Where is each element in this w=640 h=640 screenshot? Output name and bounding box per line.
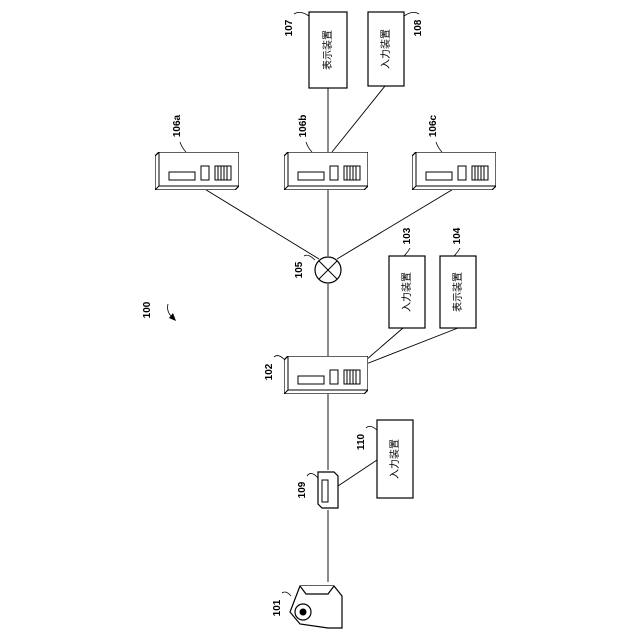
input-device-110-label: 110 (356, 433, 367, 450)
input-device-103: 入力装置 103 (389, 227, 425, 328)
server-102-chassis (284, 356, 368, 394)
server-106a-label: 106a (172, 114, 183, 137)
input-device-103-label: 103 (402, 227, 413, 244)
input-device-103-leader (404, 248, 410, 256)
camera-101: 101 (272, 586, 342, 628)
wire-controller-input110 (338, 460, 377, 486)
server-106c-label: 106c (428, 114, 439, 137)
server-102-label: 102 (264, 363, 275, 380)
server-106b-label: 106b (298, 115, 309, 138)
camera-head (300, 586, 334, 594)
controller-109: 109 (297, 472, 338, 508)
display-device-104-leader (454, 248, 460, 256)
wire-hub-server106c (337, 188, 455, 259)
figure-reference: 100 (142, 301, 176, 321)
server-106a-chassis (155, 152, 239, 190)
network-hub-label: 105 (294, 261, 305, 278)
display-device-104-label: 104 (452, 227, 463, 244)
wire-hub-server106a (203, 188, 319, 259)
server-106c: 106c (412, 114, 496, 190)
camera-label: 101 (272, 599, 283, 616)
display-device-104: 表示装置 104 (440, 227, 476, 328)
display-device-104-text: 表示装置 (451, 272, 464, 312)
server-102: 102 (264, 356, 368, 394)
camera-leader (282, 592, 291, 596)
controller-leader (307, 473, 318, 478)
camera-lens-center (300, 609, 307, 616)
server-106a-leader (180, 142, 186, 152)
server-106c-leader (436, 142, 442, 152)
figure-label: 100 (142, 301, 153, 318)
display-device-107: 表示装置 107 (284, 12, 347, 88)
server-106b-chassis (284, 152, 368, 190)
server-106c-chassis (412, 152, 496, 190)
input-device-110-leader (366, 426, 377, 430)
input-device-108-text: 入力装置 (379, 29, 392, 69)
controller-slot (322, 480, 328, 502)
display-device-107-label: 107 (284, 19, 295, 36)
wire-server106b-input108 (332, 86, 385, 152)
server-106b: 106b (284, 115, 368, 190)
wire-server-display104 (366, 328, 458, 364)
controller-label: 109 (297, 481, 308, 498)
display-device-107-leader (294, 12, 309, 16)
server-102-leader (274, 356, 285, 360)
input-device-110: 入力装置 110 (356, 420, 413, 498)
input-device-103-text: 入力装置 (400, 272, 413, 312)
input-device-108-leader (404, 12, 419, 16)
input-device-108-label: 108 (413, 19, 424, 36)
input-device-110-text: 入力装置 (388, 439, 401, 479)
server-106a: 106a (155, 114, 239, 190)
input-device-108: 入力装置 108 (368, 12, 424, 86)
server-106b-leader (306, 142, 312, 152)
wire-server-input103 (366, 328, 403, 360)
display-device-107-text: 表示装置 (321, 30, 334, 70)
network-hub-105: 105 (294, 255, 341, 283)
